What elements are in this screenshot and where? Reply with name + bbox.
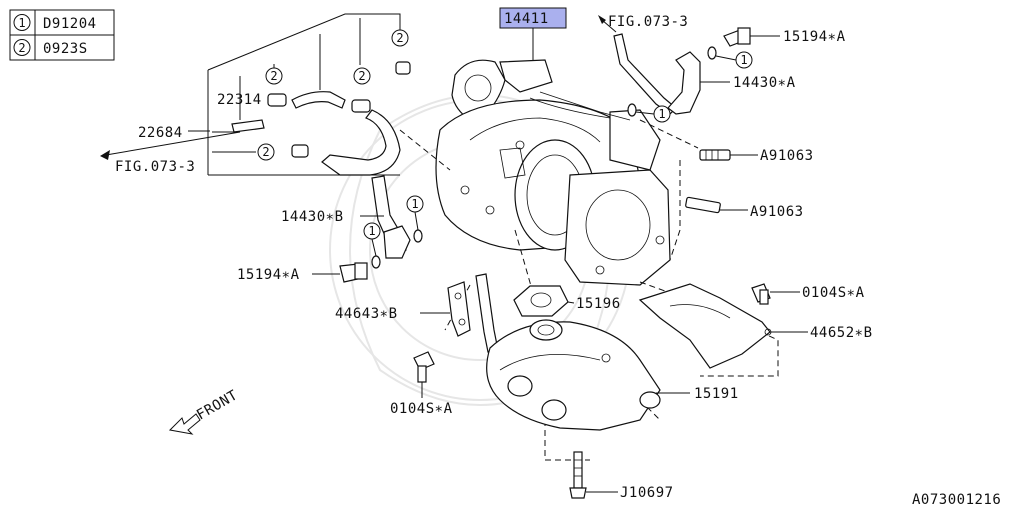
legend-table: 1 2 D91204 0923S [9,9,115,61]
main-part-callout: 14411 [499,7,567,60]
svg-text:2: 2 [358,69,365,83]
label-j10697: J10697 [620,485,674,501]
callout-2-group: 2 2 2 2 [257,29,409,161]
label-14430a: 14430∗A [733,75,796,91]
stud-a91063-2: A91063 [685,196,804,220]
label-15191: 15191 [694,386,739,402]
front-arrow: FRONT [168,387,241,435]
callout-2-d [257,143,275,161]
label-15196: 15196 [576,296,621,312]
legend-mark-2-text: 2 [18,41,25,55]
oil-pipe-vertical [475,273,499,353]
stud-j10697: J10697 [569,451,674,501]
bracket-44643b: 44643∗B [335,281,471,337]
stud-a91063-1: A91063 [699,148,814,164]
legend-mark-1-text: 1 [18,16,25,30]
exhaust-pipe: 15191 [486,319,739,431]
callout-1-mid: 1 [627,103,671,123]
arrow-fig-left [100,150,110,160]
front-label: FRONT [194,387,241,423]
diagram-id: A073001216 [912,492,1001,508]
legend-mark-2 [13,39,31,56]
callout-2-b [265,67,283,85]
label-15194a-left: 15194∗A [237,267,300,283]
oil-return-pipe: 14430∗B 1 1 [281,175,424,269]
heat-shield-44652b: 44652∗B [638,283,873,369]
legend-code-1: D91204 [43,16,97,32]
label-14430b: 14430∗B [281,209,344,225]
callout-2-c [353,67,371,85]
svg-text:2: 2 [262,145,269,159]
oil-feed-pipe: FIG.073-3 [598,14,701,115]
fig-left-label: FIG.073-3 [115,159,195,175]
callout-2-a [391,29,409,47]
svg-text:2: 2 [396,31,403,45]
label-0104sa-right: 0104S∗A [802,285,865,301]
bolt-0104sa-left: 0104S∗A [390,351,453,417]
svg-text:1: 1 [658,107,665,121]
bolt-15194a-left: 15194∗A [237,262,368,283]
legend-mark-1 [13,14,31,31]
legend-code-2: 0923S [43,41,88,57]
label-44643b: 44643∗B [335,306,398,322]
label-a91063-2: A91063 [750,204,804,220]
svg-text:1: 1 [740,53,747,67]
label-15194a-top: 15194∗A [783,29,846,45]
main-part-label: 14411 [504,11,549,27]
bolt-0104sa-right: 0104S∗A [751,283,865,305]
label-a91063-1: A91063 [760,148,814,164]
left-labels: 22314 22684 FIG.073-3 [100,92,262,175]
svg-text:1: 1 [368,224,375,238]
label-22684: 22684 [138,125,183,141]
turbocharger [435,59,671,286]
label-0104sa-left: 0104S∗A [390,401,453,417]
bolt-15194a-top: 15194∗A [723,27,846,47]
fig-top-label: FIG.073-3 [608,14,688,30]
svg-text:2: 2 [270,69,277,83]
label-22314: 22314 [217,92,262,108]
gasket-top: 1 14430∗A [700,46,796,91]
label-44652b: 44652∗B [810,325,873,341]
svg-text:1: 1 [411,197,418,211]
coolant-hose-left [231,61,411,176]
gasket-15196: 15196 [513,285,621,317]
